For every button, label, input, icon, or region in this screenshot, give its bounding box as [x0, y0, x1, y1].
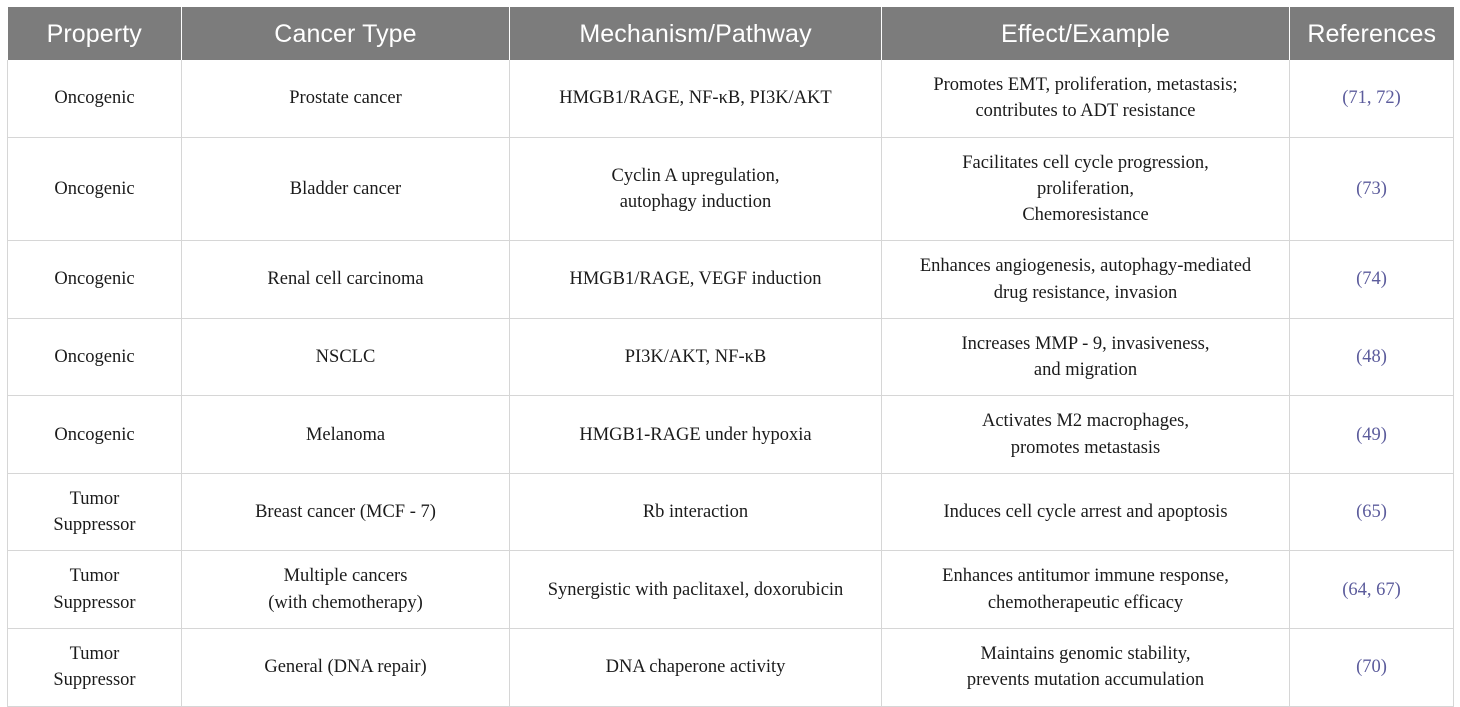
- cell-effect-text: Promotes EMT, proliferation, metastasis;…: [933, 75, 1238, 122]
- cell-mechanism-text: HMGB1/RAGE, VEGF induction: [569, 269, 822, 290]
- table-row: Oncogenic Prostate cancer HMGB1/RAGE, NF-κ…: [7, 60, 1454, 138]
- cell-effect-text: Induces cell cycle arrest and apoptosis: [943, 502, 1228, 523]
- cell-mechanism: Synergistic with paclitaxel, doxorubicin: [509, 550, 882, 629]
- cell-effect-text: Enhances antitumor immune response, chem…: [942, 566, 1229, 613]
- table-row: Oncogenic NSCLC PI3K/AKT, NF-κB Increases M…: [7, 318, 1454, 397]
- cell-property: Tumor Suppressor: [7, 550, 182, 629]
- cell-mechanism-text: DNA chaperone activity: [605, 657, 786, 678]
- cell-effect-text: Maintains genomic stability, prevents mu…: [966, 643, 1205, 691]
- cell-effect: Maintains genomic stability, prevents mu…: [881, 628, 1290, 707]
- column-header-effect: Effect/Example: [881, 7, 1290, 60]
- table-row: Tumor Suppressor General (DNA repair) DNA …: [7, 628, 1454, 707]
- column-header-cancer-type: Cancer Type: [181, 7, 510, 60]
- cell-effect-text: Facilitates cell cycle progression, prol…: [962, 152, 1209, 226]
- cell-references[interactable]: (49): [1289, 395, 1454, 474]
- cell-mechanism: Cyclin A upregulation, autophagy inducti…: [509, 137, 882, 242]
- table-row: Oncogenic Bladder cancer Cyclin A upregula…: [7, 137, 1454, 242]
- cell-property: Tumor Suppressor: [7, 473, 182, 552]
- cell-mechanism-text: Cyclin A upregulation, autophagy inducti…: [611, 165, 780, 212]
- cell-references[interactable]: (64, 67): [1289, 550, 1454, 629]
- cell-mechanism: Rb interaction: [509, 473, 882, 552]
- cell-effect: Enhances angiogenesis, autophagy-mediate…: [881, 240, 1290, 319]
- cell-references[interactable]: (65): [1289, 473, 1454, 552]
- cell-cancer-type: NSCLC: [181, 318, 510, 397]
- cell-references-text[interactable]: (49): [1356, 424, 1387, 445]
- table-row: Tumor Suppressor Breast cancer (MCF - 7) R…: [7, 473, 1454, 552]
- cell-references[interactable]: (71, 72): [1289, 60, 1454, 138]
- cell-mechanism-text: HMGB1-RAGE under hypoxia: [579, 424, 812, 445]
- cell-references-text[interactable]: (73): [1356, 178, 1387, 199]
- column-header-mechanism: Mechanism/Pathway: [509, 7, 882, 60]
- cell-property: Tumor Suppressor: [7, 628, 182, 707]
- cell-effect: Induces cell cycle arrest and apoptosis: [881, 473, 1290, 552]
- cell-cancer-type-text: Renal cell carcinoma: [267, 269, 424, 290]
- cell-effect: Facilitates cell cycle progression, prol…: [881, 137, 1290, 242]
- cell-property-text: Oncogenic: [54, 269, 135, 290]
- cell-property-text: Oncogenic: [54, 88, 135, 109]
- cell-property: Oncogenic: [7, 318, 182, 397]
- cell-cancer-type-text: Breast cancer (MCF - 7): [255, 502, 436, 523]
- cell-references[interactable]: (73): [1289, 137, 1454, 242]
- cell-mechanism: HMGB1/RAGE, VEGF induction: [509, 240, 882, 319]
- table-header: Property Cancer Type Mechanism/Pathway E…: [7, 7, 1454, 60]
- table-row: Tumor Suppressor Multiple cancers (with c…: [7, 550, 1454, 629]
- header-row: Property Cancer Type Mechanism/Pathway E…: [7, 7, 1454, 60]
- cell-property: Oncogenic: [7, 137, 182, 242]
- table-row: Oncogenic Renal cell carcinoma HMGB1/RAGE,…: [7, 240, 1454, 319]
- cell-cancer-type-text: Bladder cancer: [289, 178, 402, 199]
- cell-cancer-type-text: Melanoma: [305, 424, 386, 445]
- table-row: Oncogenic Melanoma HMGB1-RAGE under hypoxi…: [7, 395, 1454, 474]
- cell-effect: Enhances antitumor immune response, chem…: [881, 550, 1290, 629]
- cell-cancer-type-text: General (DNA repair): [264, 657, 427, 678]
- cell-references[interactable]: (70): [1289, 628, 1454, 707]
- cell-cancer-type: Bladder cancer: [181, 137, 510, 242]
- cell-cancer-type: General (DNA repair): [181, 628, 510, 707]
- cell-property: Oncogenic: [7, 395, 182, 474]
- cell-cancer-type: Renal cell carcinoma: [181, 240, 510, 319]
- cell-property-text: Tumor Suppressor: [53, 643, 136, 691]
- cell-effect: Increases MMP - 9, invasiveness, and mig…: [881, 318, 1290, 397]
- cell-mechanism: PI3K/AKT, NF-κB: [509, 318, 882, 397]
- cell-references-text[interactable]: (74): [1356, 269, 1387, 290]
- cell-references[interactable]: (74): [1289, 240, 1454, 319]
- cell-mechanism-text: Synergistic with paclitaxel, doxorubicin: [547, 579, 844, 600]
- cell-effect: Activates M2 macrophages, promotes metas…: [881, 395, 1290, 474]
- cell-mechanism: HMGB1/RAGE, NF-κB, PI3K/AKT: [509, 60, 882, 138]
- cell-references-text[interactable]: (70): [1356, 657, 1387, 678]
- cell-mechanism-text: PI3K/AKT, NF-κB: [624, 346, 767, 367]
- cell-cancer-type: Melanoma: [181, 395, 510, 474]
- cell-effect-text: Activates M2 macrophages, promotes metas…: [981, 411, 1190, 458]
- cell-references-text[interactable]: (71, 72): [1342, 88, 1401, 109]
- cell-cancer-type-text: Prostate cancer: [289, 88, 402, 109]
- cell-property-text: Tumor Suppressor: [53, 488, 136, 536]
- cell-cancer-type: Multiple cancers (with chemotherapy): [181, 550, 510, 629]
- properties-table: Property Cancer Type Mechanism/Pathway E…: [7, 7, 1454, 707]
- cell-mechanism: DNA chaperone activity: [509, 628, 882, 707]
- cell-mechanism-text: Rb interaction: [642, 502, 749, 523]
- cell-property-text: Oncogenic: [54, 178, 135, 199]
- cell-effect: Promotes EMT, proliferation, metastasis;…: [881, 60, 1290, 138]
- cell-property: Oncogenic: [7, 60, 182, 138]
- cell-property-text: Oncogenic: [54, 424, 135, 445]
- cell-cancer-type: Breast cancer (MCF - 7): [181, 473, 510, 552]
- cell-references-text[interactable]: (65): [1356, 502, 1387, 523]
- cell-references-text[interactable]: (48): [1356, 346, 1387, 367]
- cell-property-text: Tumor Suppressor: [53, 566, 136, 613]
- cell-cancer-type-text: Multiple cancers (with chemotherapy): [268, 566, 423, 613]
- cell-references-text[interactable]: (64, 67): [1342, 579, 1401, 600]
- cell-mechanism-text: HMGB1/RAGE, NF-κB, PI3K/AKT: [559, 88, 832, 109]
- cell-property-text: Oncogenic: [54, 346, 135, 367]
- column-header-references: References: [1289, 7, 1454, 60]
- cell-references[interactable]: (48): [1289, 318, 1454, 397]
- table-body: Oncogenic Prostate cancer HMGB1/RAGE, NF-κ…: [7, 60, 1454, 707]
- table-container: Property Cancer Type Mechanism/Pathway E…: [7, 7, 1454, 707]
- cell-effect-text: Increases MMP - 9, invasiveness, and mig…: [961, 333, 1210, 381]
- cell-cancer-type-text: NSCLC: [315, 346, 376, 367]
- cell-effect-text: Enhances angiogenesis, autophagy-mediate…: [919, 256, 1252, 303]
- cell-cancer-type: Prostate cancer: [181, 60, 510, 138]
- column-header-property: Property: [7, 7, 182, 60]
- cell-property: Oncogenic: [7, 240, 182, 319]
- cell-mechanism: HMGB1-RAGE under hypoxia: [509, 395, 882, 474]
